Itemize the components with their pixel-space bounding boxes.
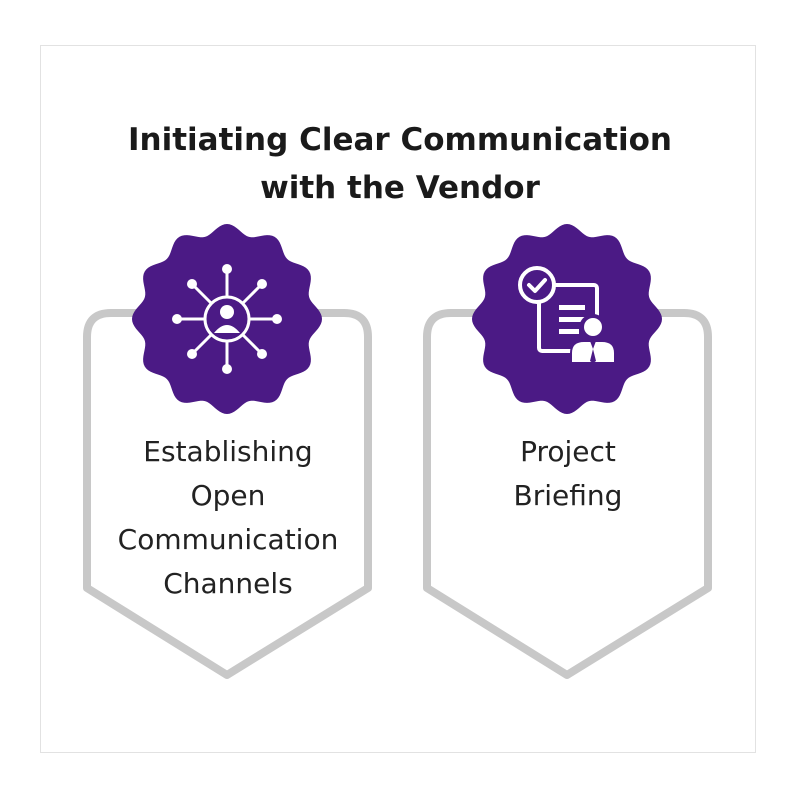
title-line-2: with the Vendor xyxy=(260,170,540,206)
card-1-label: Establishing Open Communication Channels xyxy=(80,430,376,606)
card-2-line-2: Briefing xyxy=(513,479,623,512)
card-1-line-1: Establishing xyxy=(143,435,313,468)
page-title: Initiating Clear Communication with the … xyxy=(0,116,800,212)
badge-2 xyxy=(472,224,662,414)
card-1-line-3: Communication xyxy=(117,523,339,556)
card-2-outline xyxy=(423,309,712,679)
card-1-line-4: Channels xyxy=(163,567,293,600)
card-2-line-1: Project xyxy=(520,435,616,468)
badge-1 xyxy=(132,224,322,414)
network-person-icon xyxy=(172,264,282,374)
card-2-label: Project Briefing xyxy=(420,430,716,518)
card-1-line-2: Open xyxy=(190,479,266,512)
title-line-1: Initiating Clear Communication xyxy=(127,122,672,158)
checklist-person-icon xyxy=(518,266,616,364)
card-1-outline xyxy=(83,309,372,679)
